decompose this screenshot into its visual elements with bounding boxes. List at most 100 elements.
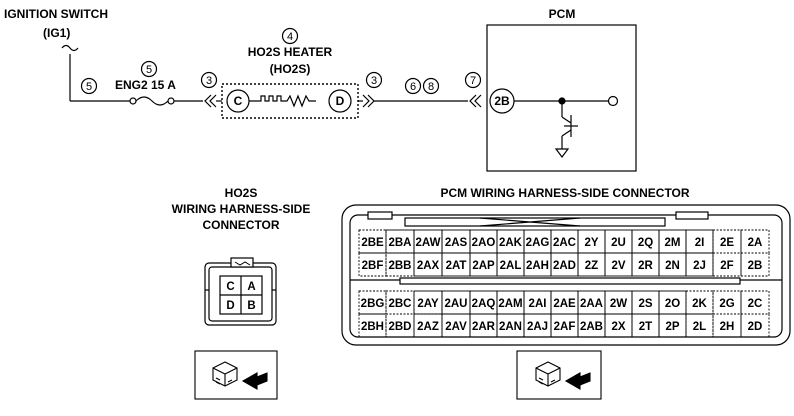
marker-5-top: [140, 60, 158, 78]
marker-5-left: [80, 77, 98, 95]
pcm-connector-outer: [341, 204, 791, 346]
marker-6-text: 6: [410, 81, 416, 93]
pcm-pin-label: 2AZ: [417, 321, 439, 333]
marker-5-top-text: 5: [146, 64, 152, 76]
ho2s-connector-title-1: HO2S: [225, 186, 258, 200]
pcm-pin-label: 2AD: [553, 260, 576, 272]
ho2s-connector: HO2S WIRING HARNESS-SIDE CONNECTOR C A D…: [172, 186, 311, 400]
connector-chevron-pcm-icon: [469, 94, 482, 108]
pcm-pin-label: 2AJ: [527, 321, 548, 333]
ho2s-connector-title-3: CONNECTOR: [202, 218, 279, 232]
ho2s-connector-title-2: WIRING HARNESS-SIDE: [172, 202, 311, 216]
pcm-pin-cell: [712, 313, 742, 338]
pcm-pin-label: 2L: [693, 321, 706, 333]
pcm-pin-label: 2BC: [388, 298, 411, 310]
pcm-pin-label: 2AE: [553, 298, 576, 310]
pcm-pin-label: 2N: [665, 260, 680, 272]
pcm-pin-label: 2D: [748, 321, 763, 333]
pcm-pin-label: 2S: [638, 298, 652, 310]
pcm-pin-label: 2AN: [499, 321, 522, 333]
marker-3-left-text: 3: [206, 75, 212, 87]
pcm-pin-label: 2AA: [580, 298, 603, 310]
pcm-terminal: [607, 95, 619, 107]
pcm-pin-label: 2I: [695, 237, 705, 249]
pcm-pin-label: 2E: [720, 237, 734, 249]
marker-6: [404, 77, 422, 95]
ho2s-view-icon-box: [194, 350, 278, 400]
marker-4-text: 4: [287, 31, 293, 43]
pcm-label: PCM: [549, 7, 576, 21]
pcm-pin-label: 2Y: [584, 237, 598, 249]
ignition-switch-label: IGNITION SWITCH: [4, 7, 108, 21]
pcm-pin-label: 2AW: [416, 237, 441, 249]
connector-view-arrow-icon: [212, 361, 268, 390]
pcm-pin-label: 2W: [610, 298, 627, 310]
pcm-pin-label: 2O: [665, 298, 680, 310]
pcm-mid-key: [399, 277, 741, 285]
pcm-pin-label: 2AX: [417, 260, 440, 272]
heater-pin-d: [328, 89, 352, 113]
pcm-pin-label: 2BB: [388, 260, 411, 272]
pcm-pin-label: 2BD: [388, 321, 411, 333]
pcm-pin-label: 2J: [693, 260, 706, 272]
pcm-pin-label: 2AC: [553, 237, 576, 249]
pcm-pin-label: 2G: [719, 298, 734, 310]
ho2s-pin-c: C: [226, 281, 234, 293]
schematic: IGNITION SWITCH (IG1) 5 ENG2 15 A 5 3 HO…: [4, 7, 637, 172]
marker-3-right: [365, 71, 383, 89]
ho2s-pin-b: B: [247, 300, 255, 312]
pcm-pin-label: 2BH: [361, 321, 384, 333]
marker-8-text: 8: [428, 81, 434, 93]
pcm-pin-label: 2AS: [445, 237, 468, 249]
pcm-pin-cell: [712, 252, 742, 277]
pcm-pin-label: 2AR: [472, 321, 496, 333]
pcm-pin-cell: [740, 313, 770, 338]
pcm-pin-label: 2V: [611, 260, 625, 272]
marker-8: [422, 77, 440, 95]
pcm-pin-label: 2Q: [638, 237, 653, 249]
pcm-pin-label: 2Z: [585, 260, 598, 272]
pcm-pin-label: 2AF: [554, 321, 576, 333]
pcm-pin-label: 2BE: [361, 237, 384, 249]
pcm-pin-label: 2K: [692, 298, 707, 310]
marker-7: [464, 71, 482, 89]
pcm-pin-label: 2R: [638, 260, 653, 272]
marker-5-left-text: 5: [86, 81, 92, 93]
pcm-pin-cell: [358, 313, 387, 338]
pcm-pin-label: 2AL: [500, 260, 522, 272]
ignition-switch-sub-label: (IG1): [43, 26, 70, 40]
pcm-pin-label: 2P: [665, 321, 679, 333]
marker-4: [281, 27, 299, 45]
transistor-icon: [561, 115, 578, 149]
ho2s-latch-icon: [234, 261, 251, 266]
heater-pin-d-text: D: [336, 94, 345, 108]
pcm-pin-label: 2B: [748, 260, 763, 272]
pcm-pin-label: 2T: [639, 321, 652, 333]
pcm-pin-label: 2U: [611, 237, 626, 249]
pcm-pin-label: 2AT: [446, 260, 467, 272]
ho2s-latch: [230, 257, 254, 268]
pcm-pin-label: 2F: [720, 260, 733, 272]
pcm-pin-cell: [740, 252, 770, 277]
pcm-pin-label: 2AV: [445, 321, 467, 333]
pcm-pin-label: 2AG: [526, 237, 550, 249]
ground-icon: [554, 148, 570, 158]
pcm-pin-label: 2BG: [361, 298, 385, 310]
heater-sub-label: (HO2S): [270, 62, 311, 76]
pcm-pin-cell: [358, 290, 387, 315]
pcm-pin-cell: [685, 313, 714, 338]
pcm-key-right: [675, 211, 709, 220]
pcm-pin-label: 2AO: [472, 237, 496, 249]
pcm-connector-title: PCM WIRING HARNESS-SIDE CONNECTOR: [440, 186, 689, 200]
pcm-pin-label: 2M: [665, 237, 681, 249]
ho2s-pin-a: A: [247, 281, 255, 293]
pcm-pin-label: 2AB: [580, 321, 603, 333]
pcm-pin-label: 2AH: [526, 260, 549, 272]
marker-3-right-text: 3: [371, 75, 377, 87]
pcm-key-cross: [479, 217, 581, 227]
pcm-pin-cell: [685, 290, 714, 315]
marker-7-text: 7: [470, 75, 476, 87]
marker-3-left: [200, 71, 218, 89]
